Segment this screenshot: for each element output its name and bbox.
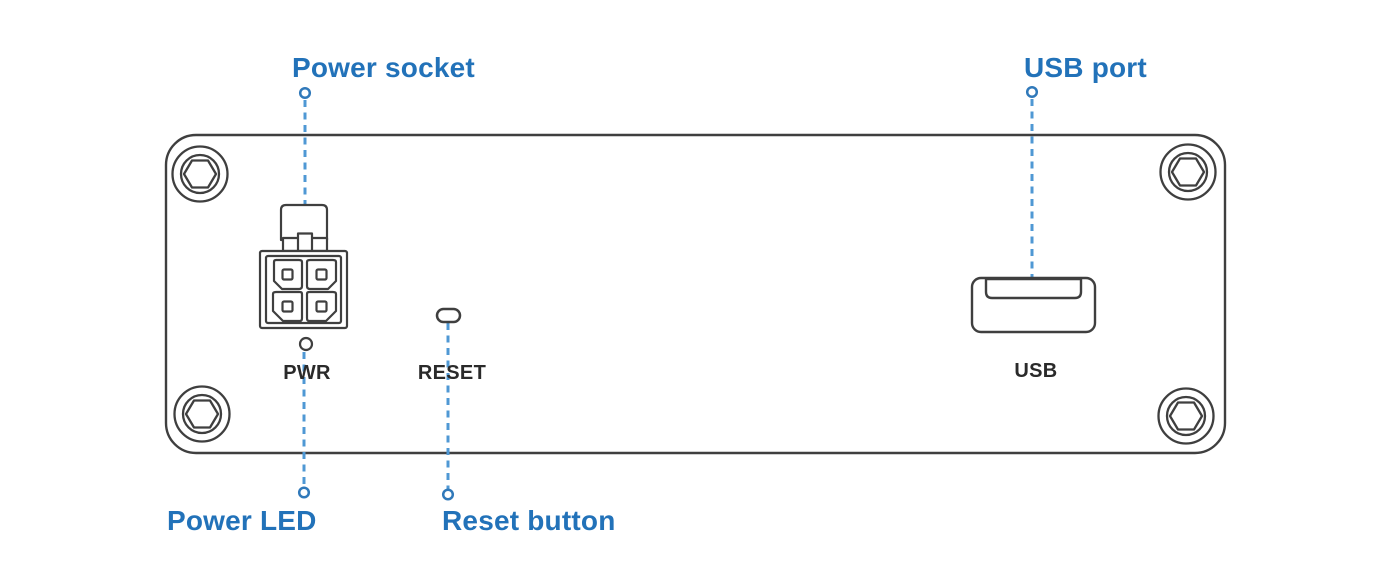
power-led-leader-line <box>297 352 311 499</box>
device-panel <box>164 133 1227 455</box>
power-socket-label: Power socket <box>292 52 475 83</box>
power-socket-leader-line <box>298 86 312 206</box>
reset-button-leader-line <box>441 323 455 501</box>
corner-screw-top-left <box>171 145 229 203</box>
power-led <box>298 336 314 352</box>
usb-printed-label: USB <box>1014 360 1058 382</box>
reset-button-endpoint-dot <box>441 488 455 501</box>
reset-button <box>435 307 462 324</box>
corner-screw-top-right <box>1159 143 1217 201</box>
reset-button-label: Reset button <box>442 505 616 536</box>
reset-printed-label: RESET <box>417 362 487 384</box>
usb-port <box>970 276 1097 334</box>
usb-port-label: USB port <box>1024 52 1147 83</box>
corner-screw-bottom-right <box>1157 387 1215 445</box>
power-led-endpoint-dot <box>297 486 311 499</box>
usb-port-endpoint-dot <box>1025 85 1039 99</box>
pwr-printed-label: PWR <box>283 362 331 384</box>
power-led-label: Power LED <box>167 505 317 536</box>
power-socket <box>258 203 349 330</box>
usb-port-leader-line <box>1025 85 1039 277</box>
power-socket-endpoint-dot <box>298 86 312 100</box>
corner-screw-bottom-left <box>173 385 231 443</box>
